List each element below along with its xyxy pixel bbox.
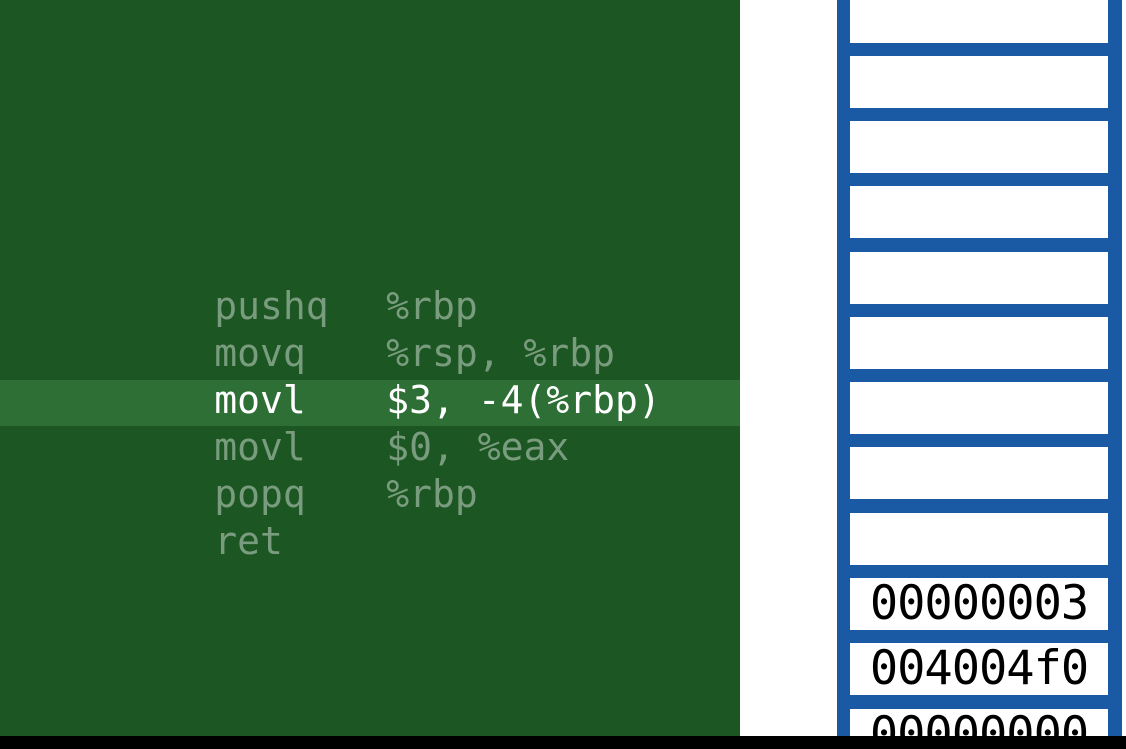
instruction-opcode: movl [214, 378, 306, 422]
code-panel: pushq %rbp movq %rsp, %rbp movl $3, -4(%rbp… [0, 0, 740, 736]
stack-slot: 00000000 [850, 709, 1108, 736]
stack-slot [850, 447, 1108, 499]
instruction-operands: %rbp [386, 472, 478, 516]
stack-slot [850, 382, 1108, 434]
instruction-operands: $3, -4(%rbp) [386, 378, 661, 422]
stack-slot-value [850, 382, 1108, 434]
instruction-opcode: movl [214, 425, 306, 469]
memory-stack: 00000003 004004f0 00000000 [837, 0, 1122, 736]
stack-slot-value [850, 447, 1108, 499]
code-line: movl $0, %eax [77, 377, 569, 469]
stack-slot-value [850, 252, 1108, 304]
stack-slot [850, 186, 1108, 238]
current-code-line: movl $3, -4(%rbp) [77, 330, 661, 422]
instruction-opcode: popq [214, 472, 306, 516]
code-line: ret [77, 471, 386, 563]
instruction-opcode: movq [214, 331, 306, 375]
stack-slot [850, 513, 1108, 565]
stack-slot [850, 252, 1108, 304]
stack-slot [850, 121, 1108, 173]
instruction-opcode: pushq [214, 284, 329, 328]
stack-slot [850, 56, 1108, 108]
code-line: pushq %rbp [77, 236, 478, 328]
instruction-operands: $0, %eax [386, 425, 570, 469]
stack-slot: 004004f0 [850, 643, 1108, 695]
stack-slot-value [850, 56, 1108, 108]
stack-slot-value [850, 513, 1108, 565]
letterbox-bar [0, 736, 1126, 749]
instruction-opcode: ret [214, 519, 283, 563]
stack-slot-value: 00000003 [869, 578, 1089, 630]
stack-slot-value [850, 121, 1108, 173]
code-line: movq %rsp, %rbp [77, 283, 615, 375]
stack-slot [850, 0, 1108, 43]
stack-slot-value [850, 186, 1108, 238]
next-instruction-highlight [0, 380, 740, 426]
stack-slot-value: 00000000 [850, 709, 1108, 736]
instruction-operands: %rbp [386, 284, 478, 328]
stack-slot: 00000003 [850, 578, 1108, 630]
stack-slot-value: 004004f0 [869, 643, 1089, 695]
stack-slot [850, 317, 1108, 369]
stack-slot-value [850, 317, 1108, 369]
instruction-operands: %rsp, %rbp [386, 331, 616, 375]
code-line: popq %rbp [77, 424, 478, 516]
stack-slot-value [850, 0, 1108, 43]
